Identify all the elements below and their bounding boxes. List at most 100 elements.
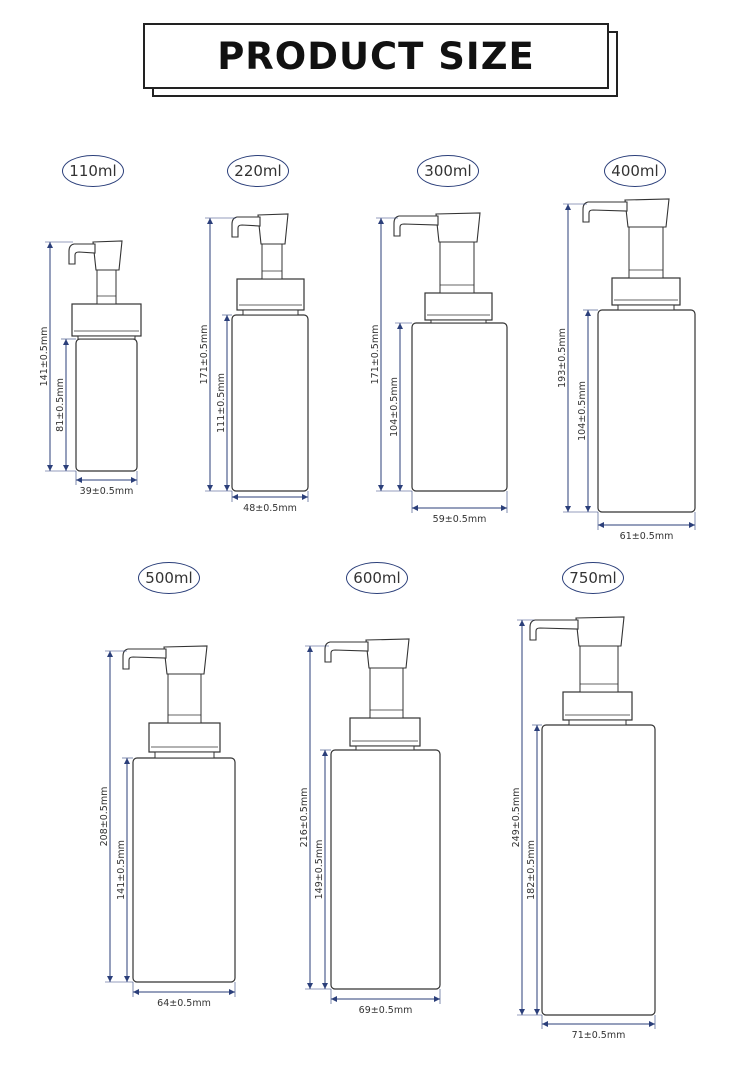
bottle-collar: [562, 691, 633, 721]
pump-head: [92, 240, 123, 271]
bottle-neck-ring: [430, 319, 487, 324]
total-height-dimension-line-arrow-bottom: [565, 506, 571, 512]
body-height-dimension-line-arrow-bottom: [63, 465, 69, 471]
bottle-neck-ring: [242, 309, 299, 316]
bottle-neck-ring: [77, 335, 136, 340]
pump-stem: [167, 673, 202, 724]
width-label: 61±0.5mm: [620, 531, 674, 542]
width-label: 59±0.5mm: [433, 514, 487, 525]
width-dimension-line-arrow-right: [131, 477, 137, 483]
bottle-body: [541, 724, 656, 1016]
body-height-label: 141±0.5mm: [116, 840, 127, 900]
body-height-dimension-line-arrow-bottom: [224, 485, 230, 491]
pump-spout: [68, 243, 96, 265]
width-dimension-line-arrow-left: [133, 989, 139, 995]
pump-spout: [231, 216, 261, 238]
page-title: PRODUCT SIZE: [217, 34, 535, 78]
width-dimension-line-arrow-right: [649, 1021, 655, 1027]
body-height-dimension-line-arrow-top: [63, 339, 69, 345]
total-height-label: 193±0.5mm: [557, 328, 568, 388]
pump-head: [575, 616, 625, 647]
width-label: 39±0.5mm: [80, 486, 134, 497]
pump-spout: [582, 201, 628, 223]
bottle-body: [330, 749, 441, 990]
bottle-collar: [349, 717, 421, 747]
body-height-dimension-line-arrow-top: [397, 323, 403, 329]
pump-head: [257, 213, 289, 245]
total-height-dimension-line-arrow-bottom: [307, 983, 313, 989]
capacity-label-110ml: 110ml: [62, 155, 124, 187]
capacity-label-500ml: 500ml: [138, 562, 200, 594]
pump-stem: [579, 645, 619, 693]
total-height-label: 171±0.5mm: [199, 325, 210, 385]
width-dimension-line-arrow-right: [434, 996, 440, 1002]
body-height-dimension-line-arrow-bottom: [585, 506, 591, 512]
width-dimension-line-arrow-right: [229, 989, 235, 995]
pump-head: [624, 198, 670, 228]
total-height-dimension-line-arrow-top: [47, 242, 53, 248]
total-height-dimension-line-arrow-top: [207, 218, 213, 224]
capacity-label-220ml: 220ml: [227, 155, 289, 187]
bottle-body: [411, 322, 508, 492]
bottle-body: [75, 338, 138, 472]
total-height-label: 249±0.5mm: [511, 788, 522, 848]
width-dimension-line-arrow-right: [501, 505, 507, 511]
bottle-500ml: 208±0.5mm 141±0.5mm 64±0.5mm: [99, 645, 236, 1009]
body-height-dimension-line-arrow-bottom: [322, 983, 328, 989]
capacity-label-600ml: 600ml: [346, 562, 408, 594]
width-dimension-line-arrow-left: [76, 477, 82, 483]
bottle-neck-ring: [617, 304, 675, 311]
width-label: 64±0.5mm: [157, 998, 211, 1009]
width-dimension-line-arrow-left: [331, 996, 337, 1002]
total-height-dimension-line-arrow-top: [307, 646, 313, 652]
pump-spout: [393, 215, 439, 237]
capacity-label-400ml: 400ml: [604, 155, 666, 187]
total-height-dimension-line-arrow-bottom: [519, 1009, 525, 1015]
bottle-body: [231, 314, 309, 492]
pump-stem: [96, 269, 117, 305]
width-dimension-line-arrow-right: [302, 494, 308, 500]
body-height-label: 149±0.5mm: [314, 840, 325, 900]
body-height-dimension-line-arrow-top: [224, 315, 230, 321]
body-height-dimension-line-arrow-top: [322, 750, 328, 756]
total-height-label: 216±0.5mm: [299, 788, 310, 848]
total-height-label: 208±0.5mm: [99, 787, 110, 847]
total-height-dimension-line-arrow-top: [519, 620, 525, 626]
pump-head: [365, 638, 410, 669]
body-height-label: 81±0.5mm: [55, 378, 66, 432]
width-label: 69±0.5mm: [359, 1005, 413, 1016]
total-height-dimension-line-arrow-bottom: [207, 485, 213, 491]
total-height-dimension-line-arrow-top: [378, 218, 384, 224]
pump-spout: [529, 619, 579, 641]
width-dimension-line-arrow-left: [412, 505, 418, 511]
bottle-collar: [148, 722, 221, 753]
body-height-dimension-line-arrow-bottom: [124, 976, 130, 982]
pump-stem: [369, 667, 404, 719]
total-height-label: 171±0.5mm: [370, 325, 381, 385]
bottle-body: [132, 757, 236, 983]
width-label: 71±0.5mm: [572, 1030, 626, 1041]
width-dimension-line-arrow-left: [542, 1021, 548, 1027]
bottle-400ml: 193±0.5mm 104±0.5mm 61±0.5mm: [557, 198, 696, 542]
width-dimension-line-arrow-right: [689, 522, 695, 528]
bottle-collar: [424, 292, 493, 321]
total-height-dimension-line-arrow-bottom: [47, 465, 53, 471]
total-height-label: 141±0.5mm: [39, 327, 50, 387]
bottle-collar: [611, 277, 681, 306]
body-height-label: 104±0.5mm: [389, 377, 400, 437]
total-height-dimension-line-arrow-bottom: [378, 485, 384, 491]
body-height-dimension-line-arrow-top: [534, 725, 540, 731]
pump-stem: [439, 241, 475, 294]
body-height-dimension-line-arrow-top: [585, 310, 591, 316]
pump-stem: [261, 243, 283, 280]
bottle-body: [597, 309, 696, 513]
body-height-label: 104±0.5mm: [577, 381, 588, 441]
pump-spout: [122, 648, 167, 670]
bottle-600ml: 216±0.5mm 149±0.5mm 69±0.5mm: [299, 638, 441, 1016]
bottle-neck-ring: [154, 751, 215, 759]
body-height-dimension-line-arrow-bottom: [534, 1009, 540, 1015]
total-height-dimension-line-arrow-top: [565, 204, 571, 210]
